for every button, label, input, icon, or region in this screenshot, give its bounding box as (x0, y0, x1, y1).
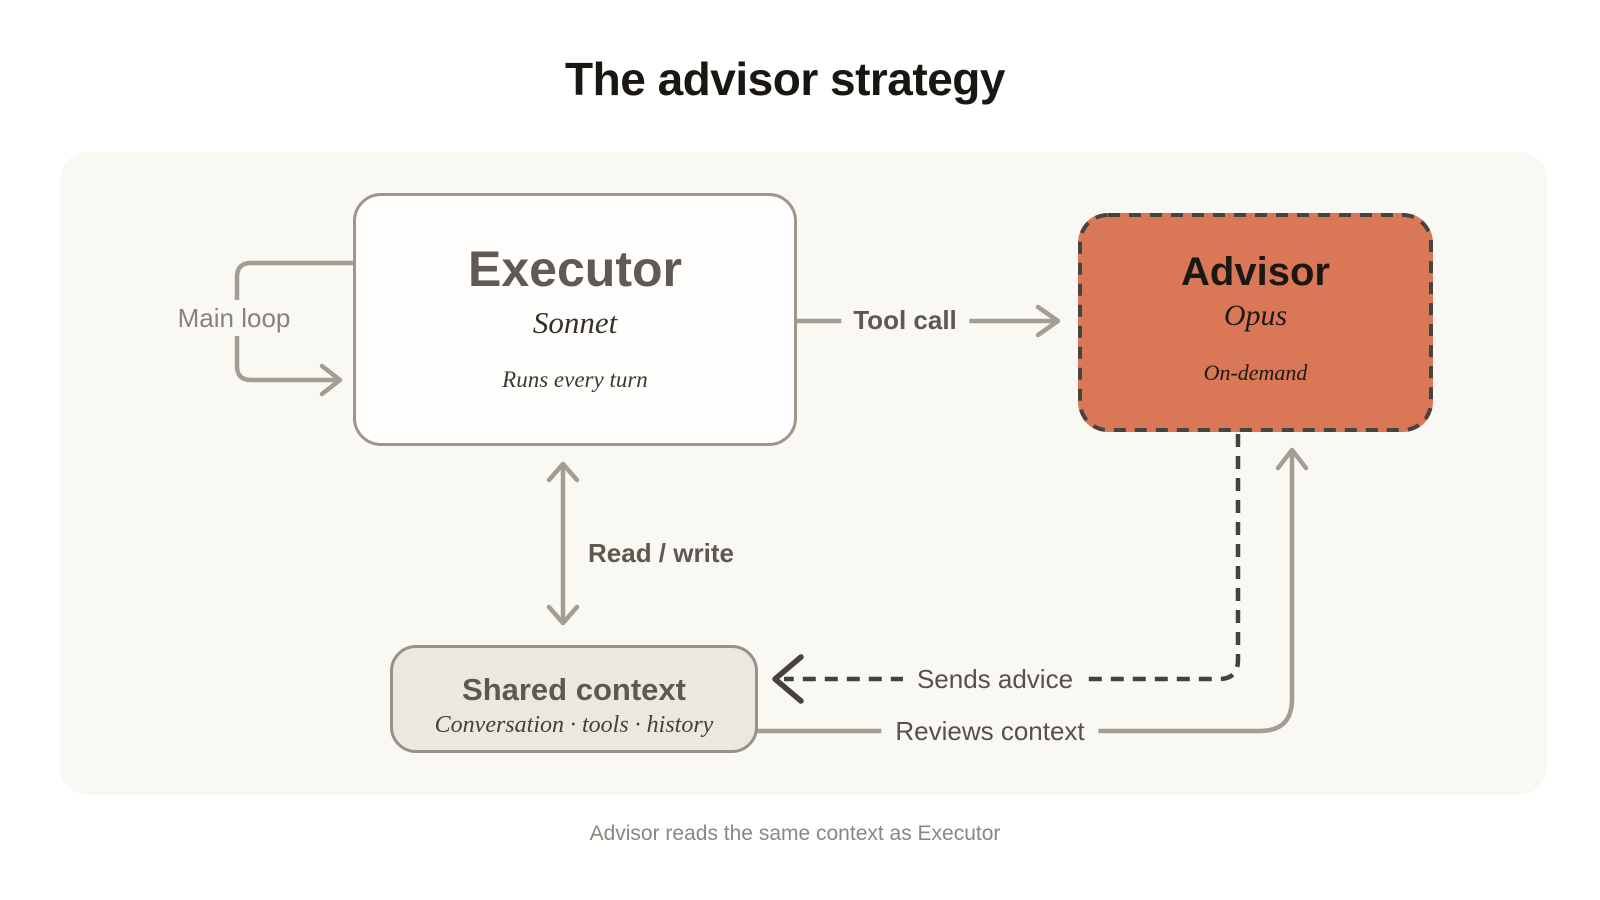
advisor-title: Advisor (1181, 250, 1330, 294)
reviews-context-label: Reviews context (881, 714, 1099, 748)
advisor-node: Advisor Opus On-demand (1078, 213, 1433, 432)
read-write-label: Read / write (588, 538, 734, 568)
diagram-caption: Advisor reads the same context as Execut… (589, 822, 1001, 845)
page-title: The advisor strategy (565, 53, 1005, 105)
shared-context-title: Shared context (462, 672, 686, 707)
executor-title: Executor (468, 241, 682, 297)
shared-context-note: Conversation · tools · history (434, 712, 714, 738)
sends-advice-label: Sends advice (902, 662, 1088, 696)
advisor-note: On-demand (1203, 360, 1308, 385)
advisor-dashed-border (1078, 213, 1433, 432)
main-loop-label: Main loop (169, 300, 299, 336)
executor-node: Executor Sonnet Runs every turn (353, 193, 797, 446)
executor-note: Runs every turn (502, 367, 648, 392)
tool-call-label: Tool call (841, 303, 969, 337)
advisor-model: Opus (1223, 299, 1288, 332)
executor-model: Sonnet (532, 305, 618, 340)
shared-context-node: Shared context Conversation · tools · hi… (390, 645, 758, 753)
